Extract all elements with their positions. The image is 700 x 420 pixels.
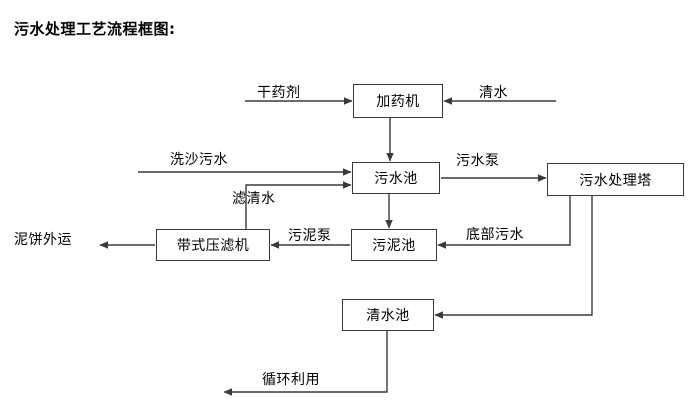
terminal-clean-water: 清水 bbox=[479, 85, 508, 101]
node-wastewater-pool[interactable]: 污水池 bbox=[352, 162, 440, 194]
node-label: 污水处理塔 bbox=[579, 172, 652, 189]
node-sludge-pool[interactable]: 污泥池 bbox=[351, 229, 437, 261]
edge-tower-to-clear-water-pool bbox=[434, 196, 593, 319]
node-label: 加药机 bbox=[376, 94, 420, 110]
node-treatment-tower[interactable]: 污水处理塔 bbox=[547, 163, 684, 196]
node-label: 污水池 bbox=[374, 171, 418, 187]
node-dosing-machine[interactable]: 加药机 bbox=[353, 84, 443, 118]
terminal-mud-cake-export: 泥饼外运 bbox=[14, 232, 72, 248]
page-title: 污水处理工艺流程框图: bbox=[14, 20, 176, 38]
edge-label-bottom-wastewater: 底部污水 bbox=[466, 227, 524, 243]
node-label: 清水池 bbox=[366, 308, 410, 324]
node-clear-water-pool[interactable]: 清水池 bbox=[342, 299, 434, 331]
edge-label-wastewater-pump: 污水泵 bbox=[456, 153, 500, 169]
node-label: 带式压滤机 bbox=[176, 238, 250, 254]
edge-label-filtered-clear-water: 滤清水 bbox=[232, 191, 276, 207]
terminal-dry-chemical: 干药剂 bbox=[257, 85, 301, 101]
node-belt-filter-press[interactable]: 带式压滤机 bbox=[156, 229, 270, 261]
edge-label-sludge-pump: 污泥泵 bbox=[288, 228, 332, 244]
node-label: 污泥池 bbox=[372, 238, 416, 254]
edge-label-sand-wash-wastewater: 洗沙污水 bbox=[170, 152, 228, 168]
edge-label-recycle-reuse: 循环利用 bbox=[262, 372, 320, 388]
